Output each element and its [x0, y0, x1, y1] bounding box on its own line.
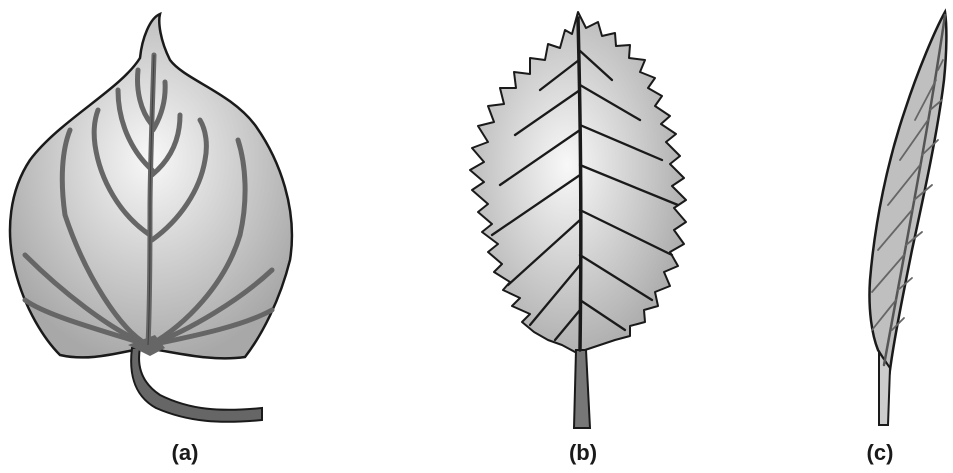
leaf-a [10, 14, 292, 422]
leaf-a-stem [131, 348, 262, 422]
caption-b: (b) [569, 440, 597, 466]
leaf-c [869, 12, 946, 425]
caption-c: (c) [867, 440, 894, 466]
leaf-c-blade [869, 12, 946, 370]
leaf-b-stem [574, 350, 590, 428]
caption-a: (a) [172, 440, 199, 466]
leaf-b [470, 12, 686, 428]
